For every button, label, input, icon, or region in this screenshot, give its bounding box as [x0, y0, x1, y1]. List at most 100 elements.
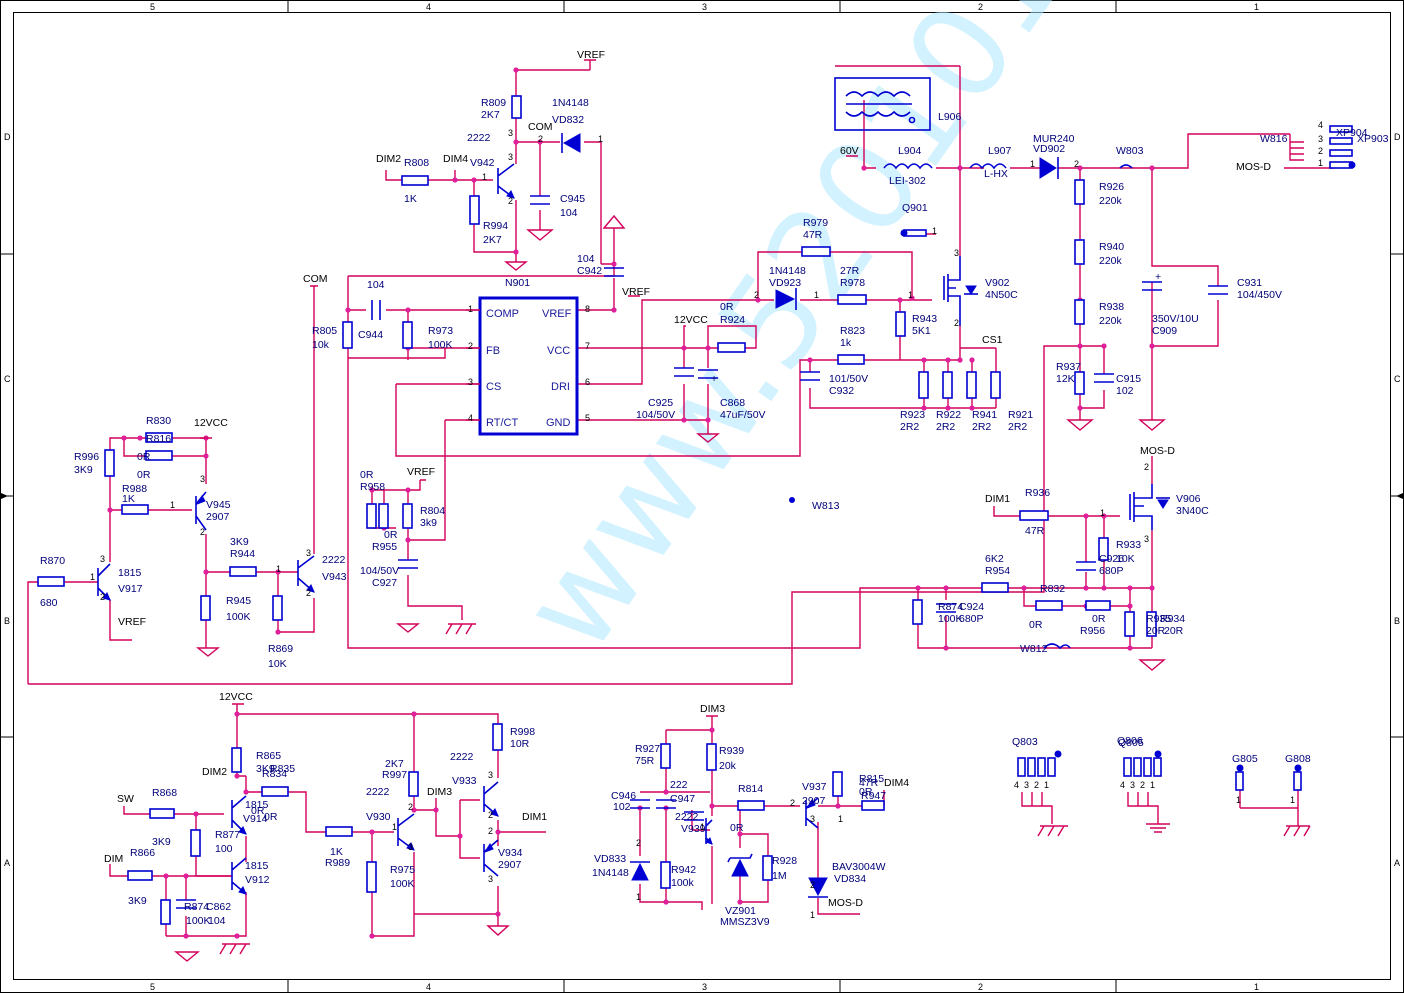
label-r958_v: 0R: [360, 469, 374, 481]
pin-number-p53: 1: [1150, 780, 1155, 790]
pin-number-p22: 3: [306, 548, 311, 558]
label-v906_v: 3N40C: [1176, 505, 1209, 517]
label-r955: R955: [372, 541, 397, 553]
pin-number-p7: 1: [932, 226, 937, 236]
ic-pin-label-cs: CS: [486, 381, 501, 393]
label-r936: R936: [1025, 487, 1050, 499]
label-r989: R989: [325, 857, 350, 869]
label-r830_v: 0R: [137, 469, 151, 481]
row-label: B: [1394, 616, 1400, 626]
pin-number-p2: 2: [538, 134, 543, 144]
label-com1: COM: [528, 121, 553, 133]
label-vd923_t: 1N4148: [769, 265, 806, 277]
label-c927: C927: [372, 577, 397, 589]
connectors: [900, 125, 1356, 791]
label-r975: R975: [390, 864, 415, 876]
label-v943_t: 2222: [322, 554, 346, 566]
label-cs1: CS1: [982, 334, 1003, 346]
label-r944_v: 3K9: [230, 536, 249, 548]
ic-pin-number: 1: [468, 304, 473, 314]
label-r979: R979: [803, 217, 828, 229]
label-r979_v: 47R: [803, 229, 823, 241]
label-c926_v: 680P: [1099, 565, 1124, 577]
label-v934: V934: [498, 847, 523, 859]
pin-number-p43: 3: [1318, 134, 1323, 144]
label-r922_v: 2R2: [936, 421, 955, 433]
row-label: C: [1394, 374, 1401, 384]
label-r815: R815: [859, 773, 884, 785]
label-r832: R832: [1040, 583, 1065, 595]
label-r866: R866: [130, 847, 155, 859]
label-l906: L906: [938, 111, 962, 123]
pin-number-p14: 2: [1074, 159, 1079, 169]
transistor-symbols: [97, 163, 1170, 895]
label-c868: C868: [720, 397, 745, 409]
label-r938_v: 220k: [1099, 315, 1123, 327]
label-vd902_t: MUR240: [1033, 133, 1075, 145]
pin-number-p16: 1: [1100, 508, 1105, 518]
label-v933: V933: [452, 775, 477, 787]
label-dim4b: DIM4: [884, 777, 909, 789]
pin-number-p5: 2: [508, 196, 513, 206]
pin-number-p31: 2: [488, 810, 493, 820]
label-c947_t: 222: [670, 779, 688, 791]
label-r809_v: 2K7: [481, 109, 500, 121]
label-r975_v: 100K: [390, 878, 415, 890]
label-r973: R973: [428, 325, 453, 337]
label-r874b: R874: [184, 901, 209, 913]
ic-pin-label-comp: COMP: [486, 308, 519, 320]
label-c926_r: 10K: [1116, 553, 1135, 565]
label-k3k9_bot: 3K9: [128, 895, 147, 907]
label-r998_v: 10R: [510, 738, 530, 750]
pin-number-p29: 2: [408, 802, 413, 812]
label-r955_v: 0R: [384, 529, 398, 541]
label-r808_v: 1K: [404, 193, 417, 205]
label-v939: V939: [681, 823, 706, 835]
pin-number-p13: 1: [1030, 159, 1035, 169]
pin-number-p10: 1: [908, 290, 913, 300]
pin-number-p36: 1: [838, 814, 843, 824]
label-v942: V942: [470, 157, 495, 169]
label-c942: C942: [577, 265, 602, 277]
label-mosd1: MOS-D: [1236, 161, 1271, 173]
label-r941: R941: [972, 409, 997, 421]
label-r823_v: 1k: [840, 337, 852, 349]
label-r814_v: 0R: [730, 822, 744, 834]
label-vd902: VD902: [1033, 143, 1065, 155]
row-label: D: [1394, 132, 1401, 142]
label-r805_v: 10k: [312, 339, 330, 351]
label-v945_v: 2907: [206, 511, 230, 523]
label-r816: R816: [146, 433, 171, 445]
label-c931: C931: [1237, 277, 1262, 289]
label-vd833: VD833: [594, 853, 626, 865]
label-vd832: VD832: [552, 114, 584, 126]
label-v914: V914: [243, 813, 268, 825]
pin-number-p39: 1: [810, 910, 815, 920]
label-r804_v: 3k9: [420, 517, 437, 529]
ic-pin-number: 4: [468, 413, 473, 423]
label-r832_v: 0R: [1029, 619, 1043, 631]
label-vd834: VD834: [834, 873, 866, 885]
pin-number-p33: 3: [488, 874, 493, 884]
label-r954: R954: [985, 565, 1010, 577]
label-c947: C947: [670, 793, 695, 805]
label-r926_v: 220k: [1099, 195, 1123, 207]
capacitor-symbols: + +: [176, 195, 1228, 909]
label-c862_v: 104: [208, 915, 226, 927]
ic-pin-label-gnd: GND: [546, 417, 571, 429]
pin-number-p4: 1: [482, 172, 487, 182]
pin-number-p15: 2: [1144, 462, 1149, 472]
label-dim3a: DIM3: [427, 786, 452, 798]
label-r923: R923: [900, 409, 925, 421]
ic-pin-label-fb: FB: [486, 345, 500, 357]
label-w816: W816: [1260, 133, 1288, 145]
pin-number-p44: 2: [1318, 146, 1323, 156]
label-r865_v: 3K9: [256, 763, 275, 775]
label-c925_v: 104/50V: [636, 409, 675, 421]
label-r978_v: 27R: [840, 265, 860, 277]
label-c945: C945: [560, 193, 585, 205]
label-r956: R956: [1080, 625, 1105, 637]
ic-pin-label-vcc: VCC: [547, 345, 570, 357]
